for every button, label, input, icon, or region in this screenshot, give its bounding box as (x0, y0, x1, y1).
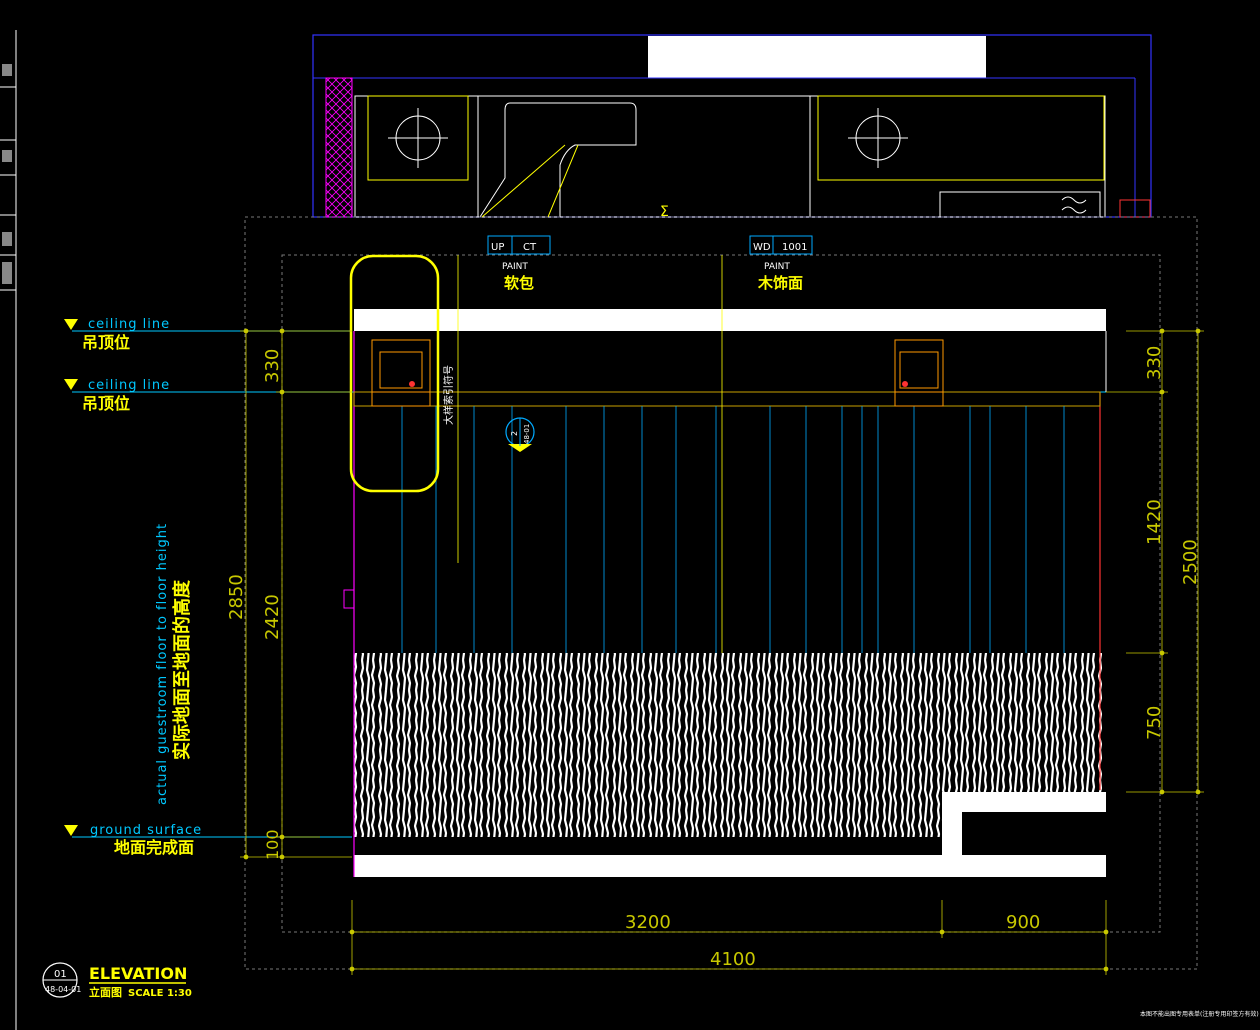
side-note: 大样索引符号 (442, 365, 455, 425)
vertical-note: actual guestroom floor to floor height 实… (155, 523, 193, 805)
level-en-label: ground surface (90, 823, 202, 838)
level-cn-label: 吊顶位 (82, 333, 130, 352)
dimension-right (1106, 328, 1204, 795)
dim-right-mid: 1420 (1144, 499, 1165, 545)
dim-left-bottom: 100 (263, 829, 282, 860)
level-marker-ground: ground surface 地面完成面 (64, 823, 202, 857)
light-fixture-left (371, 339, 431, 407)
dimension-bottom (349, 900, 1109, 975)
drawing-title: ELEVATION (89, 964, 187, 983)
level-marker-ceiling-1: ceiling line 吊顶位 (64, 317, 170, 352)
tag-label: PAINT (502, 262, 528, 272)
level-en-label: ceiling line (88, 378, 170, 393)
tag-label: PAINT (764, 262, 790, 272)
dim-right-total: 2500 (1180, 539, 1201, 585)
tag-code-b: 1001 (782, 242, 807, 253)
dim-bottom-b: 900 (1006, 912, 1040, 933)
floor-white-band (354, 855, 1106, 877)
dim-right-top: 330 (1144, 346, 1165, 380)
wall-panel-lines (401, 406, 1065, 653)
level-triangle-icon (64, 319, 78, 330)
drawing-title-cn: 立面图 (89, 985, 122, 999)
ref-number: 01 (54, 969, 67, 980)
dim-bottom-a: 3200 (625, 912, 671, 933)
level-triangle-icon (64, 379, 78, 390)
ceiling-white-band (354, 309, 1106, 331)
ref-sheet: 48-04-01 (45, 985, 81, 994)
drawing-title-block: 01 48-04-01 ELEVATION 立面图 SCALE 1:30 (42, 962, 192, 999)
detail-highlight-ring (349, 254, 440, 493)
tag-cn: 木饰面 (757, 274, 803, 292)
dim-left-outer: 2850 (226, 574, 247, 620)
tag-code-a: WD (753, 242, 771, 253)
level-marker-ceiling-2: ceiling line 吊顶位 (64, 378, 170, 413)
light-fixture-right (894, 339, 944, 407)
dim-left-inner: 2420 (262, 594, 283, 640)
level-cn-label: 地面完成面 (114, 838, 194, 857)
dim-bottom-total: 4100 (710, 949, 756, 970)
material-tag-wood: WD 1001 PAINT 木饰面 (721, 235, 813, 653)
tag-cn: 软包 (504, 274, 534, 292)
vertical-note-en: actual guestroom floor to floor height (155, 523, 170, 805)
section-top: 2 (510, 431, 519, 436)
dim-left-top: 330 (262, 349, 283, 383)
section-bottom: 48-01 (523, 424, 531, 444)
footer-note: 本图不能出图专用表单(注册专用印签方有效) (1140, 1010, 1259, 1018)
level-en-label: ceiling line (88, 317, 170, 332)
elevation-wall (343, 254, 1107, 877)
sheet-border (0, 30, 17, 1030)
svg-text:Σ: Σ (660, 204, 669, 220)
section-marker-icon: 2 48-01 (505, 417, 535, 452)
vertical-note-cn: 实际地面至地面的高度 (171, 579, 193, 760)
tag-code-b: CT (523, 242, 537, 253)
dim-right-low: 750 (1144, 706, 1165, 740)
level-triangle-icon (64, 825, 78, 836)
material-tag-upholstery: UP CT PAINT 软包 (457, 235, 551, 563)
ceiling-plan-section: Σ (312, 34, 1152, 220)
drawing-scale: SCALE 1:30 (128, 988, 192, 999)
level-cn-label: 吊顶位 (82, 394, 130, 413)
tag-code-a: UP (491, 242, 504, 253)
dimension-left (240, 328, 352, 860)
